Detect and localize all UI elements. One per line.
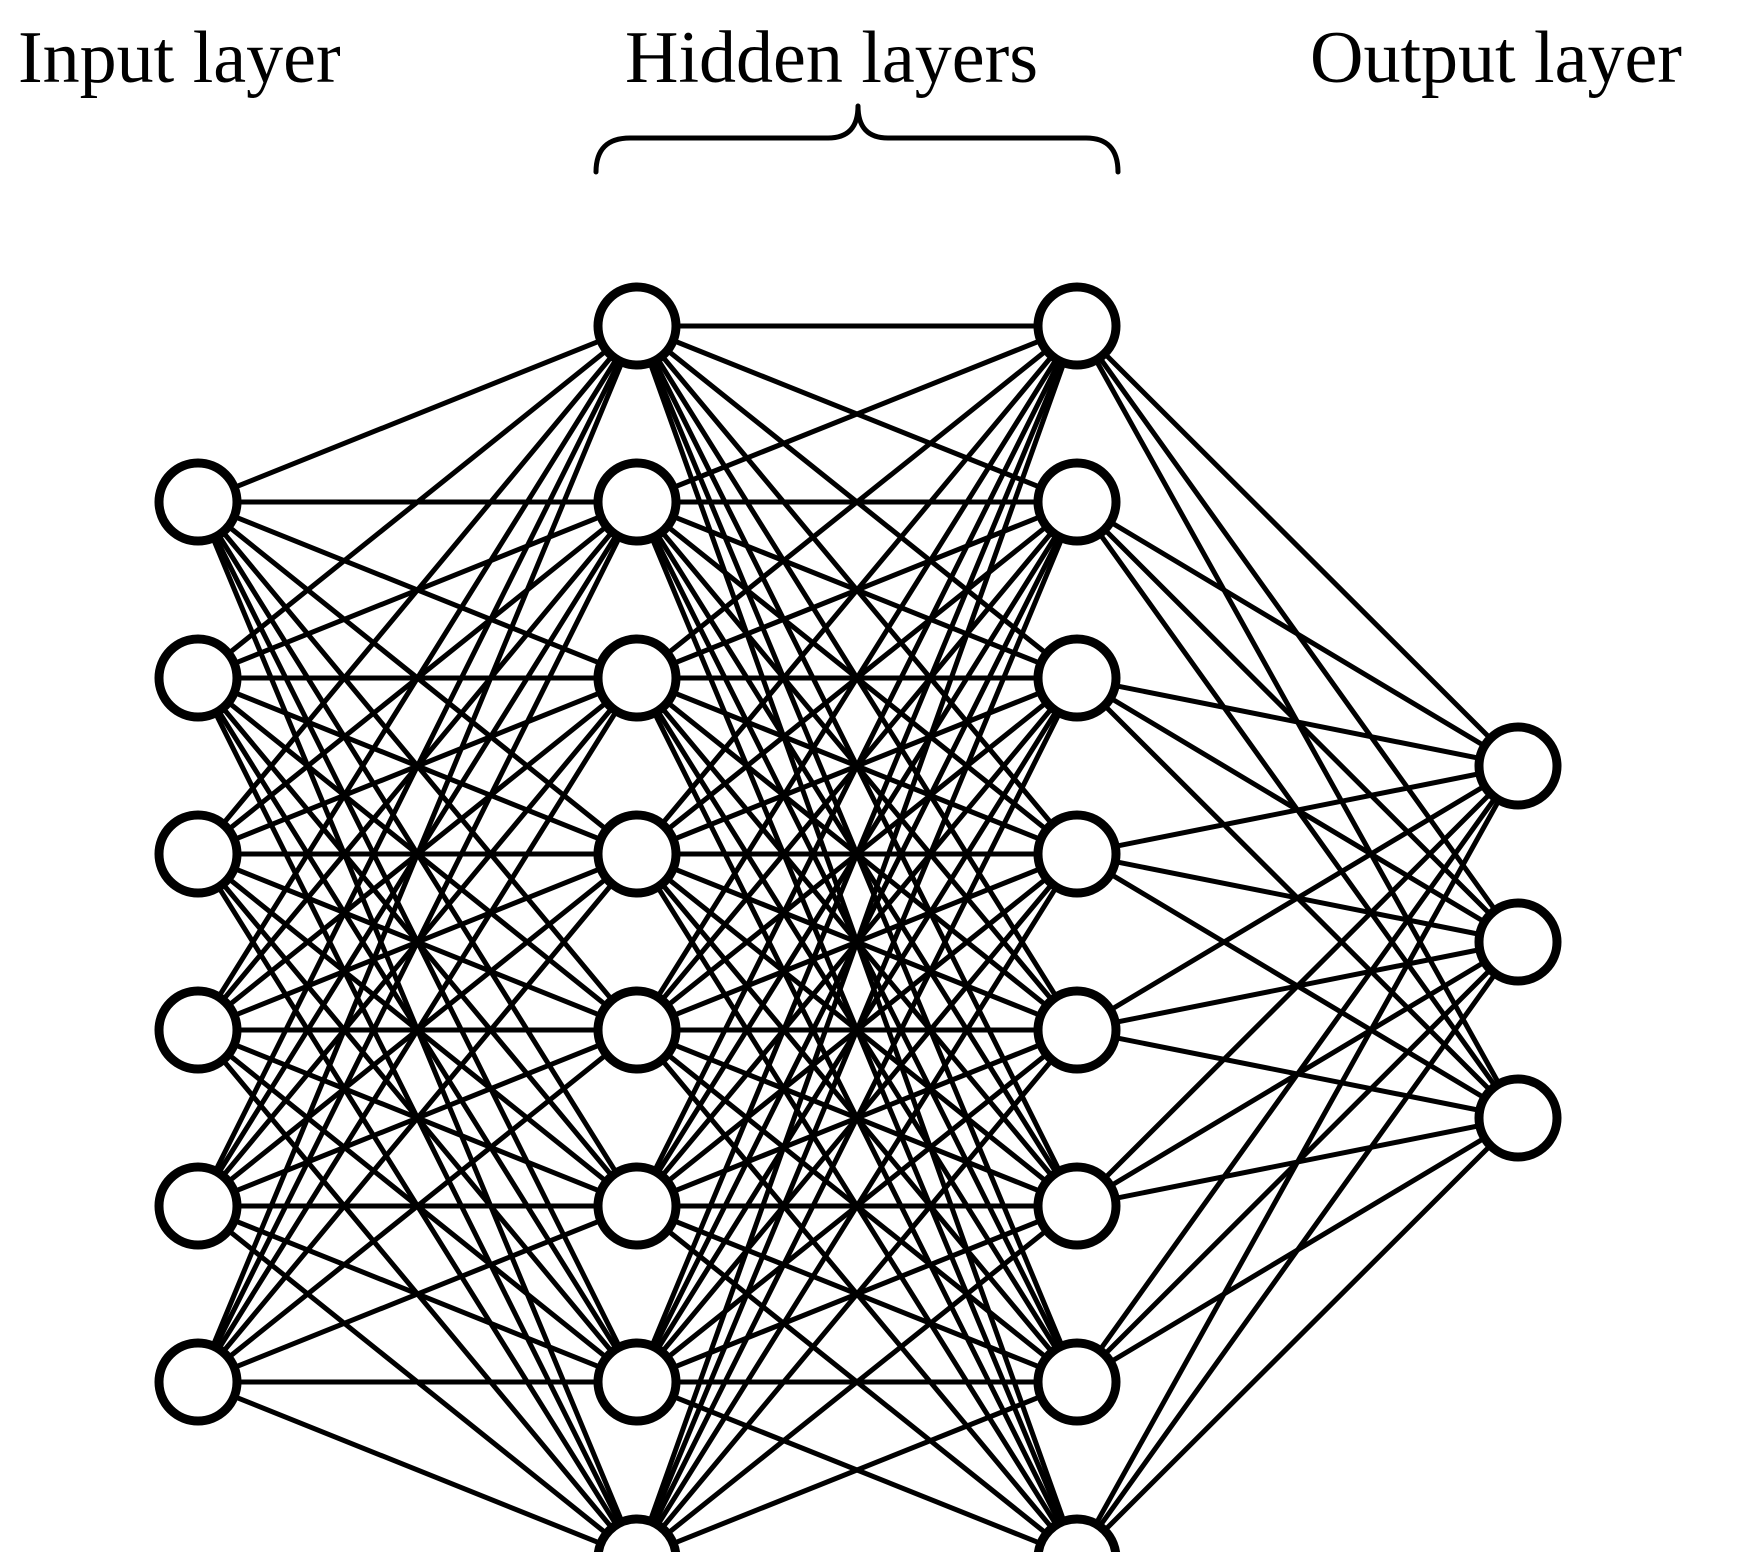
input-neuron-2 [154,634,242,722]
connection-l1n6-l2n4 [195,851,640,1385]
connection-l1n4-l2n8 [195,1027,636,1552]
connection-l1n6-l2n5 [195,1027,640,1385]
connection-l2n8-l3n1 [636,323,1080,1552]
connection-l2n8-l3n5 [638,1027,1080,1552]
hidden2-neuron-7 [1033,1338,1121,1426]
connection-l2n8-l3n4 [637,851,1080,1552]
connection-l2n2-l3n1 [634,323,1080,505]
connection-l1n6-l2n6 [195,1203,640,1385]
input-neuron-5 [154,1162,242,1250]
hidden2-neuron-5 [1033,986,1121,1074]
input-layer-label: Input layer [18,17,341,99]
connection-l2n8-l3n3 [637,675,1080,1552]
hidden1-neuron-7 [593,1338,681,1426]
input-neuron-1 [154,458,242,546]
connection-l1n6-l2n8 [195,1379,629,1552]
hidden2-neuron-8 [1033,1514,1121,1552]
output-layer-label: Output layer [1310,17,1682,99]
connection-l1n6-l2n3 [195,675,640,1385]
connection-l2n6-l3n1 [634,323,1080,1209]
connection-l2n5-l3n1 [634,323,1080,1033]
connection-l2n7-l3n1 [634,323,1080,1385]
connection-l1n6-l2n2 [195,499,640,1385]
connection-l1n5-l2n1 [195,323,640,1209]
output-neuron-1 [1474,722,1562,810]
hidden1-neuron-8 [593,1514,681,1552]
connection-l1n2-l2n1 [195,323,640,681]
hidden1-neuron-3 [593,634,681,722]
connection-l3n2-l4n1 [1074,499,1521,769]
hidden-layers-label: Hidden layers [625,17,1038,99]
hidden1-neuron-2 [593,458,681,546]
hidden2-neuron-2 [1033,458,1121,546]
output-neuron-3 [1474,1074,1562,1162]
connection-l3n8-l4n3 [1079,1115,1521,1552]
hidden1-neuron-6 [593,1162,681,1250]
hidden2-neuron-1 [1033,282,1121,370]
neurons [154,282,1562,1552]
connection-l3n4-l4n1 [1074,763,1521,857]
connection-l3n8-l4n2 [1078,939,1521,1552]
connection-l1n5-l2n8 [195,1203,634,1552]
hidden-layers-brace [593,103,1121,175]
hidden2-neuron-4 [1033,810,1121,898]
connection-l3n1-l4n1 [1074,323,1521,769]
connection-l3n3-l4n1 [1074,675,1521,769]
output-neuron-2 [1474,898,1562,986]
hidden1-neuron-4 [593,810,681,898]
hidden2-neuron-6 [1033,1162,1121,1250]
input-neuron-4 [154,986,242,1074]
connection-l2n8-l3n7 [645,1379,1080,1552]
connection-l2n3-l3n1 [634,323,1080,681]
input-neuron-6 [154,1338,242,1426]
connection-l1n4-l2n1 [195,323,640,1033]
connection-l2n8-l3n2 [636,499,1080,1552]
connection-l2n8-l3n6 [640,1203,1080,1552]
hidden1-neuron-1 [593,282,681,370]
connection-l3n8-l4n1 [1077,763,1521,1552]
hidden1-neuron-5 [593,986,681,1074]
connection-l3n5-l4n1 [1074,763,1521,1033]
connections [195,323,1521,1552]
connection-l3n7-l4n1 [1074,763,1521,1385]
connection-l3n6-l4n1 [1074,763,1521,1209]
connection-l1n1-l2n1 [195,323,640,505]
hidden2-neuron-3 [1033,634,1121,722]
connection-l2n4-l3n1 [634,323,1080,857]
connection-l1n6-l2n1 [195,323,640,1385]
input-neuron-3 [154,810,242,898]
connection-l1n3-l2n1 [195,323,640,857]
